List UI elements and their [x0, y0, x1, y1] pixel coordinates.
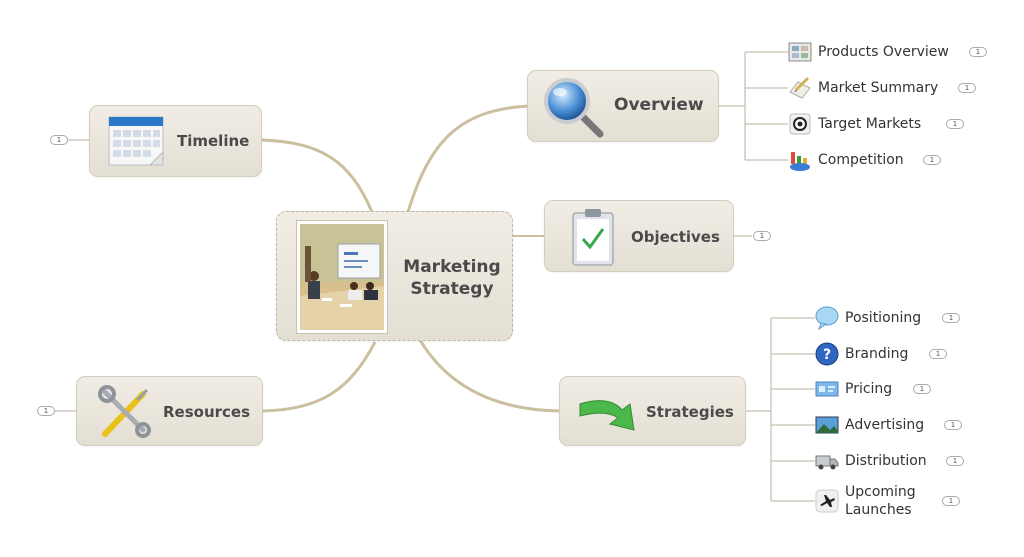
subtopic-label: Target Markets	[818, 116, 922, 132]
subtopic-target-markets[interactable]: Target Markets	[788, 113, 921, 135]
svg-text:?: ?	[823, 347, 831, 363]
subtopic-upcoming-launches[interactable]: Upcoming Launches	[815, 483, 916, 519]
count-badge[interactable]: 1	[944, 420, 962, 430]
subtopic-pricing[interactable]: Pricing	[815, 378, 892, 400]
count-badge[interactable]: 1	[50, 135, 68, 145]
connector-central-strategies	[418, 339, 561, 413]
pie-bar-chart-icon	[790, 152, 810, 171]
central-title-line1: Marketing	[403, 257, 501, 277]
count-badge[interactable]: 1	[929, 349, 947, 359]
price-card-icon	[815, 381, 839, 397]
count-badge[interactable]: 1	[942, 496, 960, 506]
subtopic-label: Positioning	[845, 310, 922, 326]
central-title-line2: Strategy	[410, 279, 494, 299]
topic-strategies[interactable]: Strategies	[559, 376, 746, 446]
checklist-clipboard-icon	[572, 209, 614, 266]
count-badge[interactable]: 1	[946, 119, 964, 129]
count-badge[interactable]: 1	[969, 47, 987, 57]
calendar-icon	[108, 116, 164, 166]
count-badge[interactable]: 1	[923, 155, 941, 165]
topic-timeline-label: Timeline	[177, 132, 250, 150]
topic-strategies-label: Strategies	[646, 403, 734, 421]
count-badge[interactable]: 1	[946, 456, 964, 466]
count-badge[interactable]: 1	[913, 384, 931, 394]
airplane-icon	[815, 489, 839, 513]
connector-central-overview	[406, 104, 529, 213]
topic-objectives-label: Objectives	[631, 228, 720, 246]
help-question-icon: ?	[815, 342, 839, 366]
subtopic-competition[interactable]: Competition	[788, 149, 904, 171]
notepad-pencil-icon	[789, 76, 811, 99]
topic-overview-label: Overview	[614, 95, 704, 115]
meeting-photo-icon	[297, 221, 387, 333]
subtopic-label: Distribution	[845, 453, 927, 469]
landscape-picture-icon	[815, 416, 839, 434]
tools-icon	[98, 385, 151, 438]
subtopic-branding[interactable]: ? Branding	[815, 342, 909, 366]
subtopic-label: Products Overview	[818, 44, 949, 60]
subtopic-advertising[interactable]: Advertising	[815, 414, 924, 436]
subtopic-label: Competition	[818, 152, 904, 168]
subtopic-positioning[interactable]: Positioning	[815, 306, 922, 330]
count-badge[interactable]: 1	[37, 406, 55, 416]
subtopic-label: Market Summary	[818, 80, 939, 96]
connector-central-timeline	[261, 138, 374, 213]
subtopic-label-line1: Upcoming	[845, 484, 916, 500]
speech-bubble-icon	[815, 306, 839, 330]
count-badge[interactable]: 1	[942, 313, 960, 323]
subtopic-label: Advertising	[845, 417, 925, 433]
subtopic-label: Branding	[845, 346, 909, 362]
delivery-truck-icon	[815, 455, 839, 470]
connector-central-resources	[261, 341, 377, 413]
subtopic-market-summary[interactable]: Market Summary	[788, 76, 939, 99]
subtopic-label: Pricing	[845, 381, 893, 397]
count-badge[interactable]: 1	[753, 231, 771, 241]
target-icon	[789, 113, 811, 135]
count-badge[interactable]: 1	[958, 83, 976, 93]
filmstrip-icon	[788, 42, 812, 62]
topic-objectives[interactable]: Objectives	[544, 200, 734, 272]
topic-resources[interactable]: Resources	[76, 376, 263, 446]
topic-resources-label: Resources	[163, 403, 251, 421]
topic-timeline[interactable]: Timeline	[89, 105, 262, 177]
green-arrow-icon	[579, 400, 635, 431]
topic-overview[interactable]: Overview	[527, 70, 719, 142]
magnifier-icon	[544, 78, 604, 138]
overview-branch-lines	[718, 51, 788, 161]
subtopic-label-line2: Launches	[845, 502, 912, 518]
central-topic[interactable]: Marketing Strategy	[276, 211, 513, 341]
subtopic-distribution[interactable]: Distribution	[815, 450, 927, 472]
subtopic-products-overview[interactable]: Products Overview	[788, 41, 949, 63]
strategies-branch-lines	[745, 317, 815, 502]
